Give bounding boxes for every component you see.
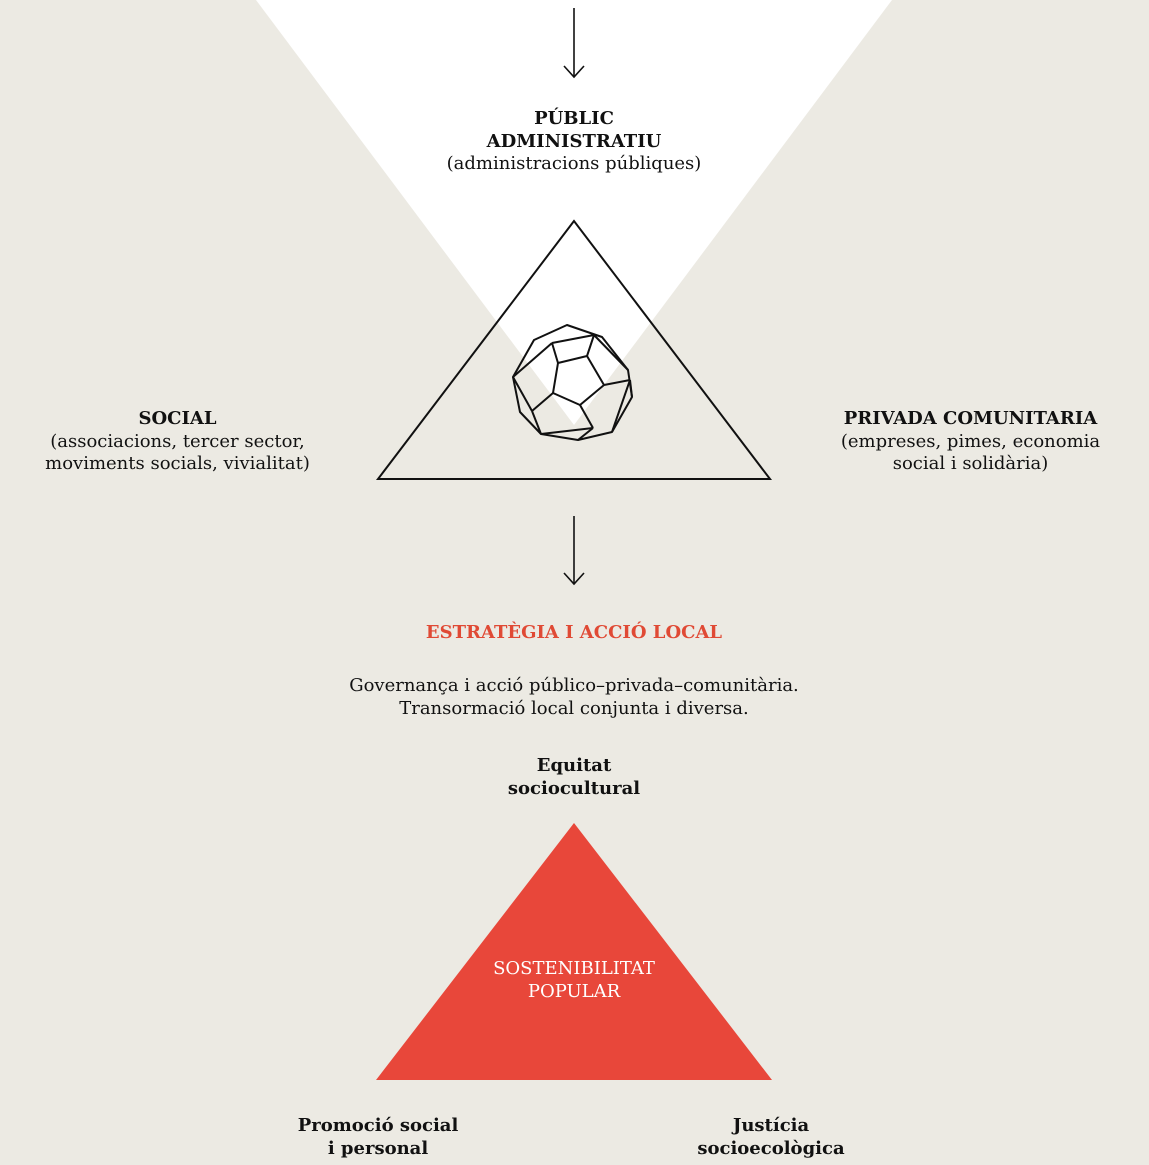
arrow-down-icon (563, 516, 585, 586)
sustainability-label: SOSTENIBILITAT POPULAR (493, 958, 655, 1002)
actors-triangle (375, 219, 773, 480)
private-detail: (empreses, pimes, economia social i soli… (840, 430, 1101, 475)
sustainability-triangle (376, 823, 772, 1080)
strategy-title: ESTRATÈGIA I ACCIÓ LOCAL (425, 622, 723, 643)
social-title: SOCIAL (138, 408, 217, 429)
light-cone (256, 0, 892, 425)
social-detail: (associacions, tercer sector, moviments … (45, 430, 310, 475)
private-title: PRIVADA COMUNITARIA (843, 408, 1098, 429)
social-label: SOCIAL (associacions, tercer sector, mov… (0, 408, 355, 476)
dodecahedron-icon (512, 324, 633, 441)
arrow-down-icon (563, 8, 585, 79)
strategy-description: Governança i acció públic​o–privada–comu… (349, 675, 799, 719)
public-title: PÚBLIC ADMINISTRATIU (486, 108, 662, 152)
private-community-label: PRIVADA COMUNITARIA (empreses, pimes, ec… (792, 408, 1149, 476)
public-administrative-label: PÚBLIC ADMINISTRATIU (administracions pú… (424, 108, 724, 176)
public-detail: (administracions públiques) (446, 153, 702, 174)
social-promotion-label: Promoció social i personal (297, 1115, 459, 1159)
equity-label: Equitat sociocultural (507, 755, 641, 799)
socioecological-justice-label: Justícia socioecològica (697, 1115, 845, 1159)
